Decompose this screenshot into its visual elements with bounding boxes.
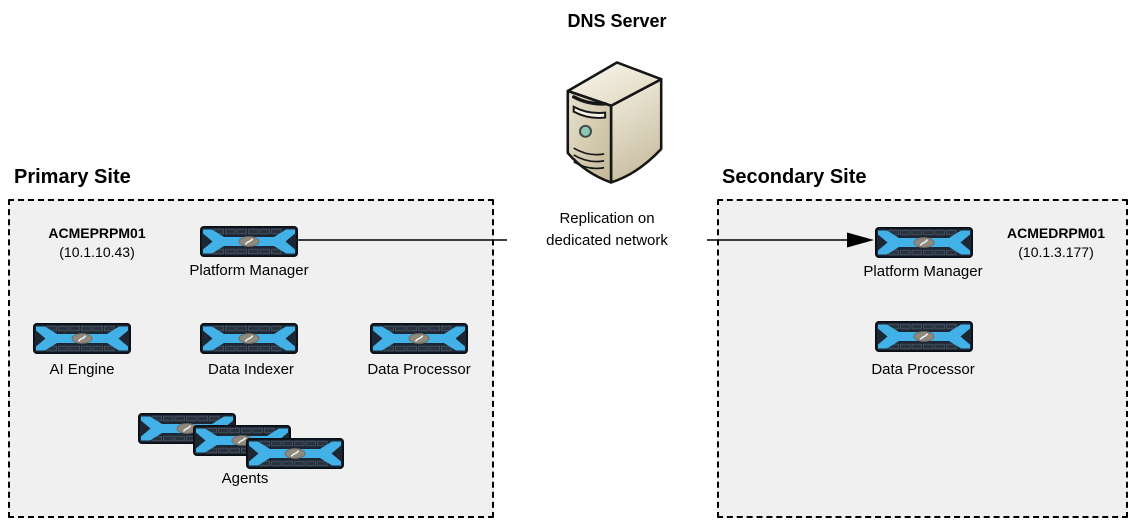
appliance-icon bbox=[875, 321, 973, 352]
primary-host-name: ACMEPRPM01 bbox=[48, 225, 146, 241]
primary-data-processor-icon bbox=[370, 323, 468, 354]
replication-label: Replication on dedicated network bbox=[507, 208, 707, 252]
appliance-icon bbox=[200, 226, 298, 257]
data-indexer-icon bbox=[200, 323, 298, 354]
dns-server-title: DNS Server bbox=[567, 11, 667, 31]
data-indexer-label: Data Indexer bbox=[208, 361, 294, 378]
primary-site-title: Primary Site bbox=[14, 166, 131, 188]
replication-label-line1: Replication on bbox=[559, 210, 655, 227]
secondary-platform-manager-icon bbox=[875, 227, 973, 258]
secondary-host-label: ACMEDRPM01 (10.1.3.177) bbox=[988, 224, 1124, 262]
tower-server-icon bbox=[566, 61, 663, 184]
appliance-icon bbox=[875, 227, 973, 258]
primary-platform-manager-icon bbox=[200, 226, 298, 257]
primary-host-label: ACMEPRPM01 (10.1.10.43) bbox=[29, 224, 165, 262]
primary-platform-manager-label: Platform Manager bbox=[189, 262, 309, 279]
primary-data-processor-label: Data Processor bbox=[367, 361, 471, 378]
ai-engine-icon bbox=[33, 323, 131, 354]
appliance-icon bbox=[246, 438, 344, 469]
appliance-icon bbox=[370, 323, 468, 354]
secondary-data-processor-label: Data Processor bbox=[871, 361, 975, 378]
appliance-icon bbox=[33, 323, 131, 354]
secondary-host-name: ACMEDRPM01 bbox=[1006, 225, 1105, 241]
secondary-host-ip: (10.1.3.177) bbox=[1018, 244, 1094, 260]
secondary-site-title: Secondary Site bbox=[722, 166, 867, 188]
ai-engine-label: AI Engine bbox=[49, 361, 115, 378]
secondary-data-processor-icon bbox=[875, 321, 973, 352]
agent-icon-3 bbox=[246, 438, 344, 469]
primary-host-ip: (10.1.10.43) bbox=[59, 244, 135, 260]
replication-label-line2: dedicated network bbox=[546, 232, 668, 249]
appliance-icon bbox=[200, 323, 298, 354]
agents-label: Agents bbox=[221, 470, 269, 487]
secondary-platform-manager-label: Platform Manager bbox=[863, 263, 983, 280]
